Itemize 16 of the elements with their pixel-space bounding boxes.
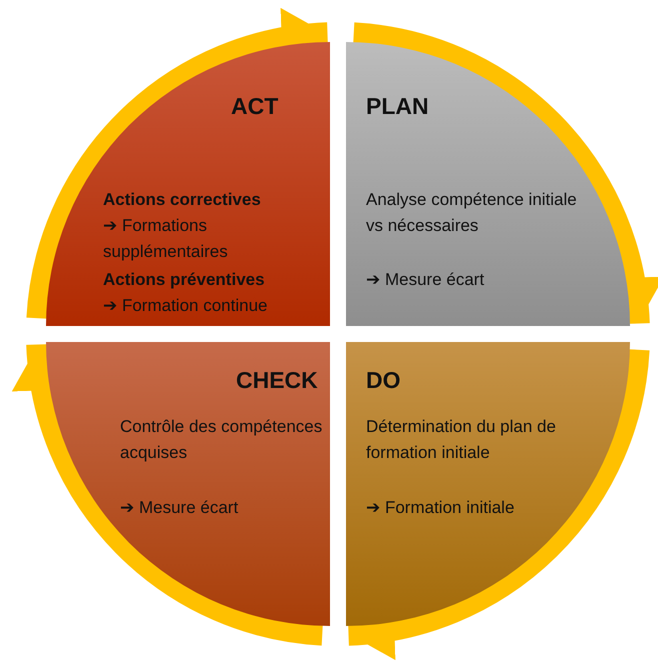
phase-description: Analyse compétence initiale vs nécessaires (366, 189, 578, 237)
phase-description: Contrôle des compétences acquises (120, 416, 324, 464)
phase-description: ➔ Formation initiale (366, 497, 516, 519)
phase-description: Actions préventives ➔ Formation continue (103, 269, 268, 317)
phase-description: ➔ Mesure écart (120, 497, 240, 519)
phase-description: Détermination du plan de formation initiale (366, 416, 557, 464)
phase-description: Actions correctives ➔ Formations supplémentaires (103, 189, 262, 263)
cycle-arrow (26, 10, 329, 320)
cycle-arrow (352, 22, 658, 325)
phase-title: DO (366, 366, 400, 394)
phase-title: ACT (231, 92, 278, 120)
phase-title: CHECK (236, 366, 318, 394)
cycle-arrow (347, 348, 650, 658)
cycle-arrow (14, 343, 324, 646)
phase-title: PLAN (366, 92, 429, 120)
phase-description: ➔ Mesure écart (366, 269, 486, 291)
